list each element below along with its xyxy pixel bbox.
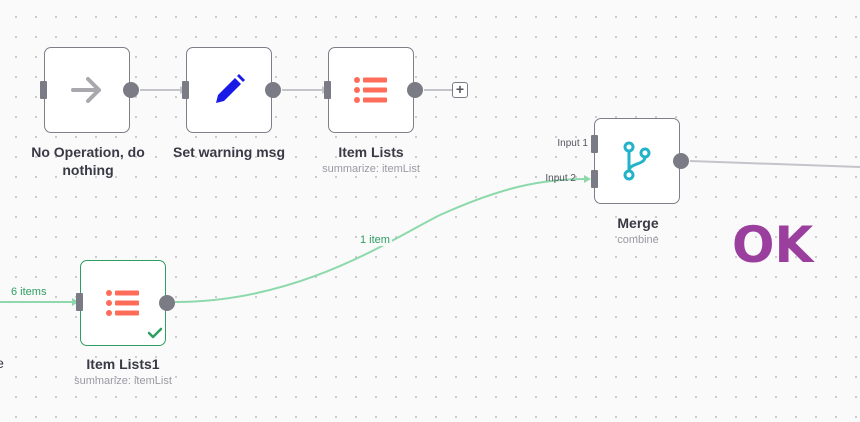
- node-title: Set warning msg: [172, 144, 286, 160]
- node-set-warning[interactable]: [186, 47, 272, 133]
- input-handle[interactable]: [182, 81, 189, 99]
- output-handle[interactable]: [265, 82, 281, 98]
- input-label-1: Input 1: [557, 138, 588, 149]
- input-handle-2[interactable]: [591, 170, 598, 188]
- add-node-button[interactable]: +: [452, 82, 468, 98]
- node-subtitle: combine: [617, 234, 659, 246]
- cut-off-node-title: e: [0, 354, 6, 372]
- node-title: No Operation, do nothing: [31, 144, 145, 178]
- input-handle-1[interactable]: [591, 135, 598, 153]
- merge-branch-icon: [623, 141, 651, 181]
- connection-merge-out[interactable]: [689, 160, 860, 168]
- node-subtitle: summarize: itemList: [74, 375, 172, 387]
- output-handle[interactable]: [673, 153, 689, 169]
- input-handle[interactable]: [76, 293, 83, 311]
- node-title: Merge: [617, 215, 659, 231]
- pencil-icon: [216, 74, 245, 103]
- arrowhead: [584, 175, 591, 183]
- connection-itemlists1-to-merge[interactable]: [174, 178, 587, 303]
- edge-label-items: 1 item: [358, 234, 392, 246]
- node-title: Item Lists: [338, 144, 404, 160]
- input-handle[interactable]: [324, 81, 331, 99]
- edge-label-items: 6 items: [9, 286, 49, 298]
- arrowhead: [72, 298, 79, 306]
- node-no-operation[interactable]: [44, 47, 130, 133]
- node-item-lists[interactable]: [328, 47, 414, 133]
- node-title: Item Lists1: [86, 356, 160, 372]
- ok-annotation: OK: [732, 216, 814, 274]
- output-handle[interactable]: [407, 82, 423, 98]
- input-label-2: Input 2: [545, 173, 576, 184]
- output-handle[interactable]: [159, 295, 175, 311]
- checkmark-icon: [147, 327, 163, 339]
- node-subtitle: summarize: itemList: [322, 163, 420, 175]
- input-handle[interactable]: [40, 81, 47, 99]
- arrow-right-icon: [71, 77, 101, 103]
- output-handle[interactable]: [123, 82, 139, 98]
- node-merge[interactable]: [594, 118, 680, 204]
- list-icon: [354, 77, 387, 103]
- list-icon: [106, 290, 139, 316]
